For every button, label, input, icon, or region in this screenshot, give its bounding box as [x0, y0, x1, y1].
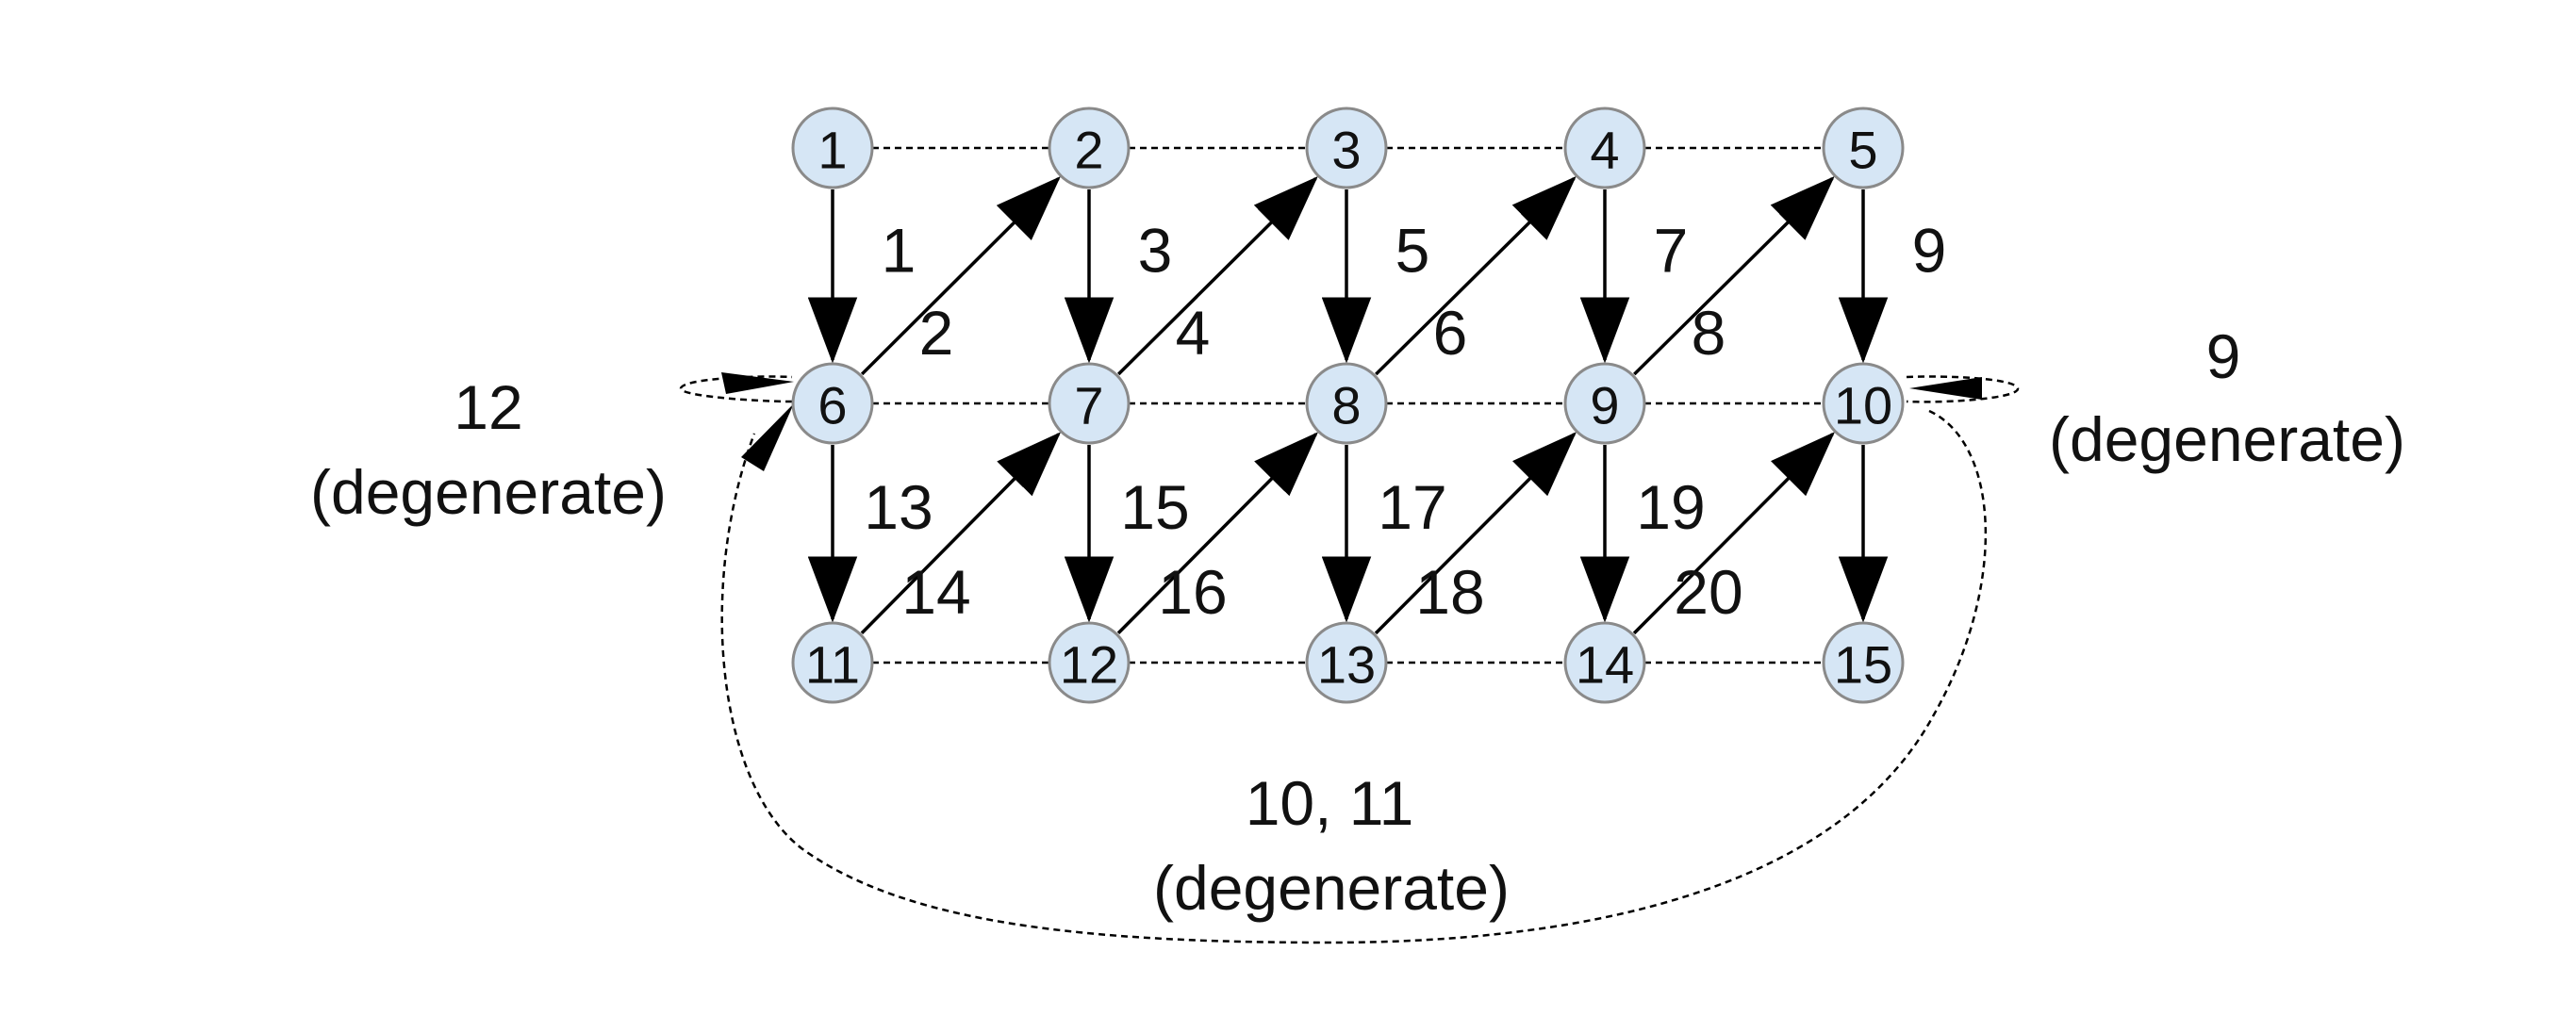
- triangle-label-7: 7: [1654, 215, 1689, 285]
- arrow-9-to-5: [1633, 175, 1835, 376]
- node-label-9: 9: [1590, 376, 1619, 435]
- node-3: 3: [1305, 107, 1388, 189]
- degenerate-label-9: 9: [2206, 321, 2241, 391]
- degenerate-label-10-11: 10, 11: [1246, 768, 1414, 838]
- node-circle-12: [1048, 621, 1131, 704]
- node-circle-2: [1048, 107, 1131, 189]
- node-label-12: 12: [1060, 635, 1118, 695]
- triangle-label-8: 8: [1692, 298, 1726, 368]
- node-6: 6: [791, 362, 874, 445]
- node-label-1: 1: [817, 121, 847, 180]
- node-circle-13: [1305, 621, 1388, 704]
- node-circle-3: [1305, 107, 1388, 189]
- triangle-label-2: 2: [919, 298, 954, 368]
- node-9: 9: [1563, 362, 1646, 445]
- triangle-label-6: 6: [1433, 298, 1468, 368]
- triangle-label-20: 20: [1674, 557, 1742, 627]
- node-7: 7: [1048, 362, 1131, 445]
- node-5: 5: [1822, 107, 1905, 189]
- triangle-label-18: 18: [1415, 557, 1484, 627]
- node-circle-6: [791, 362, 874, 445]
- degenerate-loop-10-11: [720, 409, 1987, 944]
- triangle-label-13: 13: [864, 472, 933, 542]
- degenerate-arrow-into-6-upper: [721, 372, 794, 394]
- triangle-label-16: 16: [1158, 557, 1227, 627]
- node-circle-9: [1563, 362, 1646, 445]
- degenerate-note-9: (degenerate): [2049, 404, 2405, 474]
- node-circle-7: [1048, 362, 1131, 445]
- triangle-label-5: 5: [1395, 215, 1430, 285]
- node-label-11: 11: [805, 635, 860, 695]
- triangle-label-4: 4: [1176, 298, 1211, 368]
- node-label-5: 5: [1848, 121, 1877, 180]
- triangle-label-15: 15: [1120, 472, 1189, 542]
- node-12: 12: [1048, 621, 1131, 704]
- node-1: 1: [791, 107, 874, 189]
- node-label-7: 7: [1074, 376, 1103, 435]
- degenerate-note-10-11: (degenerate): [1153, 853, 1510, 923]
- node-circle-4: [1563, 107, 1646, 189]
- degenerate-arrow-into-6-lower: [741, 403, 794, 471]
- degenerate-loop-9: [1906, 375, 2020, 403]
- node-label-6: 6: [817, 376, 847, 435]
- node-label-4: 4: [1590, 121, 1619, 180]
- node-2: 2: [1048, 107, 1131, 189]
- node-circle-5: [1822, 107, 1905, 189]
- arrow-11-to-7: [860, 432, 1062, 634]
- node-8: 8: [1305, 362, 1388, 445]
- node-label-15: 15: [1834, 635, 1892, 695]
- directed-edges-layer: [807, 175, 1889, 635]
- node-label-8: 8: [1331, 376, 1361, 435]
- node-15: 15: [1822, 621, 1905, 704]
- triangle-label-14: 14: [901, 557, 970, 627]
- node-13: 13: [1305, 621, 1388, 704]
- node-label-10: 10: [1834, 376, 1892, 435]
- arrow-8-to-4: [1375, 175, 1577, 376]
- triangle-label-1: 1: [882, 215, 916, 285]
- arrow-13-to-9: [1374, 432, 1577, 635]
- dashed-edges-layer: [872, 146, 1824, 664]
- degenerate-annotation-12: 12 (degenerate): [310, 372, 667, 527]
- degenerate-annotation-9: 9 (degenerate): [2049, 321, 2405, 474]
- node-circle-11: [791, 621, 874, 704]
- node-10: 10: [1822, 362, 1905, 445]
- arrow-7-to-3: [1116, 175, 1318, 376]
- arrow-6-to-2: [860, 175, 1061, 376]
- node-circle-15: [1822, 621, 1905, 704]
- arrow-14-to-10: [1632, 432, 1836, 635]
- node-circle-8: [1305, 362, 1388, 445]
- node-label-14: 14: [1576, 635, 1634, 695]
- node-4: 4: [1563, 107, 1646, 189]
- node-label-13: 13: [1317, 635, 1376, 695]
- node-14: 14: [1563, 621, 1646, 704]
- degenerate-note-12: (degenerate): [310, 457, 667, 527]
- triangle-label-19: 19: [1636, 472, 1705, 542]
- triangle-label-9: 9: [1912, 215, 1947, 285]
- triangle-label-17: 17: [1378, 472, 1446, 542]
- node-circle-14: [1563, 621, 1646, 704]
- node-label-2: 2: [1074, 121, 1103, 180]
- arrow-12-to-8: [1116, 432, 1319, 635]
- node-label-3: 3: [1331, 121, 1361, 180]
- degenerate-arrow-into-10: [1909, 377, 1982, 400]
- triangle-label-3: 3: [1138, 215, 1173, 285]
- node-circle-1: [791, 107, 874, 189]
- node-11: 11: [791, 621, 874, 704]
- degenerate-annotation-10-11: 10, 11 (degenerate): [1153, 768, 1510, 923]
- node-circle-10: [1822, 362, 1905, 445]
- degenerate-label-12: 12: [454, 372, 522, 442]
